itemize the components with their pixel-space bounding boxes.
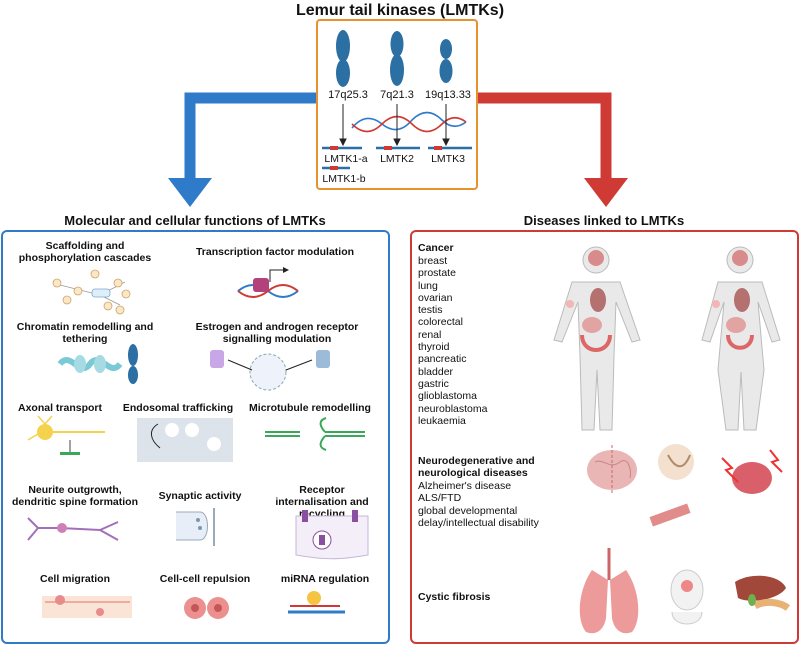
gene-arrows <box>339 104 450 147</box>
chromosome-graphics <box>322 30 472 170</box>
gene-label-lmtk3: LMTK3 <box>431 153 465 165</box>
neuro-item: Alzheimer's disease <box>418 480 512 492</box>
cancer-item: prostate <box>418 267 456 280</box>
cancer-item: renal <box>418 328 442 341</box>
gene-box <box>316 19 478 190</box>
gene-label-lmtk2: LMTK2 <box>380 153 414 165</box>
function-migration: Cell migration <box>39 573 110 585</box>
diagram-title: Lemur tail kinases (LMTKs) <box>295 2 505 19</box>
gene-bars <box>322 146 472 170</box>
dna-helix-icon <box>351 111 467 133</box>
cancer-item: leukaemia <box>418 414 466 427</box>
function-neurite: Neurite outgrowth, dendritic spine forma… <box>11 484 138 508</box>
neuro-head-icon <box>721 449 783 494</box>
function-chromatin: Chromatin remodelling and tethering <box>16 321 154 345</box>
neuro-item: global developmental delay/intellectual … <box>418 504 539 529</box>
lungs-icon <box>579 548 639 634</box>
cancer-item: ovarian <box>418 291 453 304</box>
diseases-panel <box>410 230 799 644</box>
cancer-item: neuroblastoma <box>418 402 488 415</box>
chromosome-label-2: 7q21.3 <box>380 89 414 101</box>
cancer-item: breast <box>418 255 448 267</box>
cancer-item: bladder <box>418 365 454 378</box>
brain-icon <box>587 445 637 495</box>
face-sinus-icon <box>670 569 704 625</box>
receptor-recycling-icon <box>295 510 369 560</box>
cancer-item: glioblastoma <box>418 390 477 403</box>
left-panel-title: Molecular and cellular functions of LMTK… <box>64 213 326 228</box>
blue-arrow <box>184 92 316 180</box>
mirna-icon <box>288 591 345 614</box>
neuron-icon <box>27 517 119 541</box>
cancer-list: breast prostate lung ovarian testis colo… <box>418 255 528 427</box>
gene-label-lmtk1b: LMTK1-b <box>322 173 366 185</box>
cancer-item: gastric <box>418 377 449 390</box>
function-transcription: Transcription factor modulation <box>195 246 355 258</box>
endosome-icon <box>137 418 233 462</box>
cancer-item: colorectal <box>418 316 463 329</box>
chromosome-7-icon <box>390 31 404 86</box>
male-body-icon <box>553 246 641 431</box>
function-repulsion: Cell-cell repulsion <box>159 573 251 585</box>
function-scaffolding: Scaffolding and phosphorylation cascades <box>18 240 152 264</box>
liver-pancreas-icon <box>735 575 791 611</box>
receptor-signalling-icon <box>210 350 330 391</box>
chromosome-19-icon <box>439 39 453 83</box>
scaffold-network-icon <box>52 269 131 315</box>
function-axonal: Axonal transport <box>17 402 102 414</box>
cancer-item: lung <box>418 279 438 292</box>
cell-migration-icon <box>42 595 132 618</box>
neuro-heading: Neurodegenerative and neurological disea… <box>418 455 535 479</box>
cell-repulsion-icon <box>184 597 229 619</box>
functions-panel <box>1 230 390 644</box>
synapse-icon <box>176 508 215 546</box>
cancer-heading: Cancer <box>418 242 454 254</box>
axonal-transport-icon <box>27 415 105 455</box>
microtubule-icon <box>265 417 365 451</box>
female-organs <box>712 250 754 350</box>
chromosome-17-icon <box>336 30 350 87</box>
male-organs <box>566 250 612 352</box>
function-estrogen: Estrogen and androgen receptor signallin… <box>195 321 359 345</box>
neuro-list: Alzheimer's disease ALS/FTD global devel… <box>418 480 578 529</box>
red-arrowhead <box>584 178 628 207</box>
function-microtubule: Microtubule remodelling <box>249 402 371 414</box>
cancer-item: pancreatic <box>418 353 467 366</box>
chromatin-icon <box>57 344 138 384</box>
female-body-icon <box>701 246 781 431</box>
gene-label-lmtk1a: LMTK1-a <box>324 153 368 165</box>
chromosome-label-3: 19q13.33 <box>425 89 471 101</box>
function-mirna: miRNA regulation <box>280 573 370 585</box>
function-endosomal: Endosomal trafficking <box>122 402 234 414</box>
cancer-item: thyroid <box>418 341 450 354</box>
transcription-dna-icon <box>237 267 299 298</box>
red-arrow <box>478 92 612 180</box>
spinal-cord-icon <box>649 444 694 527</box>
right-panel-title: Diseases linked to LMTKs <box>523 213 685 228</box>
blue-arrowhead <box>168 178 212 207</box>
function-synaptic: Synaptic activity <box>158 490 242 502</box>
function-receptor: Receptor internalisation and recycling <box>275 484 369 520</box>
neuro-item: ALS/FTD <box>418 492 462 505</box>
cancer-item: testis <box>418 304 443 317</box>
cf-heading: Cystic fibrosis <box>418 591 491 603</box>
chromosome-label-1: 17q25.3 <box>328 89 368 101</box>
